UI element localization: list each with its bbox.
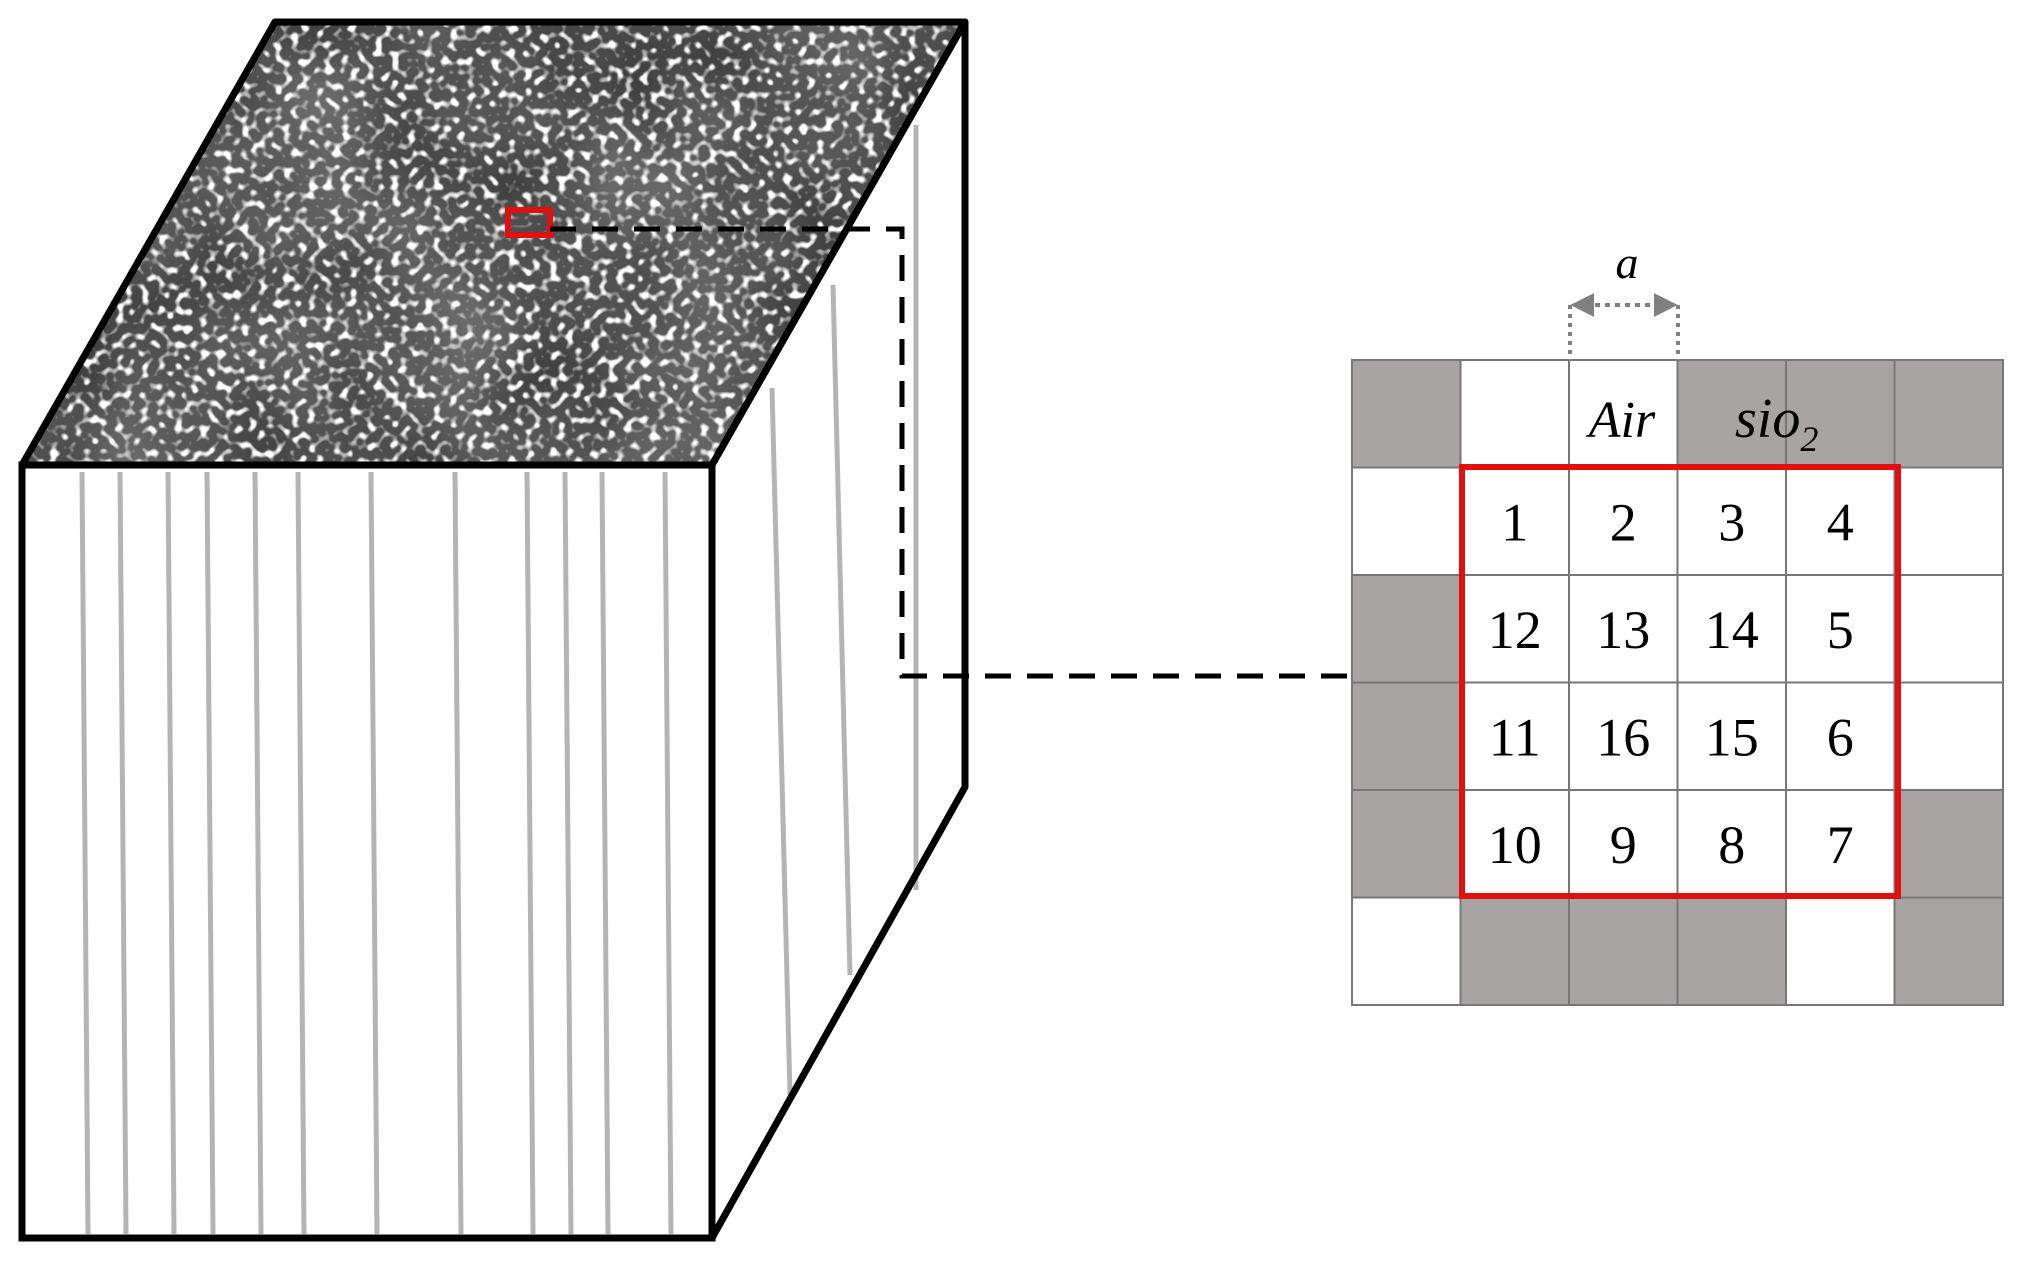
cell-index-label: 6 [1827, 707, 1854, 767]
grid-cell-air [1785, 896, 1896, 1006]
grid-cell-air [1459, 574, 1570, 684]
grid-cell-air [1568, 466, 1679, 576]
grid-cell-sio2 [1676, 896, 1787, 1006]
fiber-line [79, 471, 91, 1235]
fiber-line [165, 471, 177, 1235]
sio2-label: sio2 [1735, 388, 1818, 459]
grid-cell-air [1785, 681, 1896, 791]
fiber-line [204, 471, 216, 1235]
zoom-connector-line [550, 226, 1352, 679]
fiber-line [295, 471, 307, 1235]
cell-index-label: 9 [1610, 815, 1637, 875]
grid-cell-sio2 [1351, 681, 1462, 791]
grid-cell-air [1785, 789, 1896, 899]
fiber-line [452, 471, 464, 1235]
fiber-line [562, 471, 574, 1235]
front-fiber-lines [79, 471, 674, 1235]
cell-index-label: 14 [1705, 600, 1759, 660]
fiber-line [368, 471, 380, 1235]
fiber-block [18, 18, 969, 1242]
grid-cell-sio2 [1568, 896, 1679, 1006]
cell-index-label: 2 [1610, 492, 1637, 552]
fiber-line [117, 471, 129, 1235]
fiber-line [830, 284, 853, 976]
cell-index-label: 3 [1718, 492, 1745, 552]
cell-index-label: 5 [1827, 600, 1854, 660]
grid-cell-sio2 [1459, 896, 1570, 1006]
front-face [22, 465, 712, 1238]
cell-index-label: 12 [1488, 600, 1542, 660]
grid-cell-sio2 [1351, 574, 1462, 684]
fiber-line [252, 471, 264, 1235]
cell-index-label: 1 [1501, 492, 1528, 552]
grid-cell-sio2 [1893, 789, 2004, 899]
fiber-line [524, 471, 536, 1235]
grid-cell-sio2 [1893, 896, 2004, 1006]
grid-cell-sio2 [1785, 359, 1896, 469]
cell-index-label: 13 [1596, 600, 1650, 660]
grid-cell-air [1785, 466, 1896, 576]
cell-index-label: 15 [1705, 707, 1759, 767]
grid-cell-sio2 [1676, 359, 1787, 469]
air-label: Air [1586, 392, 1656, 449]
cell-index-label: 4 [1827, 492, 1854, 552]
grid-cells [1351, 359, 2004, 1006]
grid-cell-air [1893, 681, 2004, 791]
grid-cell-sio2 [1893, 359, 2004, 469]
fiber-line [599, 471, 611, 1235]
grid-cell-air [1568, 359, 1679, 469]
unit-cell-highlight [1459, 464, 1901, 899]
grid-cell-air [1459, 359, 1570, 469]
grid-cell-air [1351, 896, 1462, 1006]
grid-cell-air [1893, 466, 2004, 576]
grid-cell-air [1785, 574, 1896, 684]
grid-cell-air [1459, 789, 1570, 899]
grid-cell-sio2 [1351, 359, 1462, 469]
cell-index-label: 16 [1596, 707, 1650, 767]
grid-cell-air [1676, 466, 1787, 576]
right-face [712, 22, 965, 1238]
grid-cell-air [1676, 681, 1787, 791]
cell-index-label: 10 [1488, 815, 1542, 875]
cell-index-label: 11 [1489, 707, 1541, 767]
grid-cell-air [1676, 574, 1787, 684]
sample-highlight-box [505, 207, 553, 238]
right-face-outline [708, 18, 969, 1242]
grid-cell-air [1351, 466, 1462, 576]
right-fiber-lines [769, 125, 919, 1096]
fiber-line [769, 387, 793, 1096]
grid-cell-air [1568, 789, 1679, 899]
grid-cell-air [1676, 789, 1787, 899]
grid-cell-air [1893, 574, 2004, 684]
spacing-label: a [1616, 237, 1639, 288]
fiber-line [662, 471, 674, 1235]
grid-cell-sio2 [1351, 789, 1462, 899]
spacing-indicator: a [1568, 237, 1680, 360]
grid-cell-air [1568, 574, 1679, 684]
sio2-label-base: sio [1735, 388, 1800, 450]
cell-index-label: 7 [1827, 815, 1854, 875]
sio2-label-subscript: 2 [1800, 419, 1818, 459]
cell-index-label: 8 [1718, 815, 1745, 875]
